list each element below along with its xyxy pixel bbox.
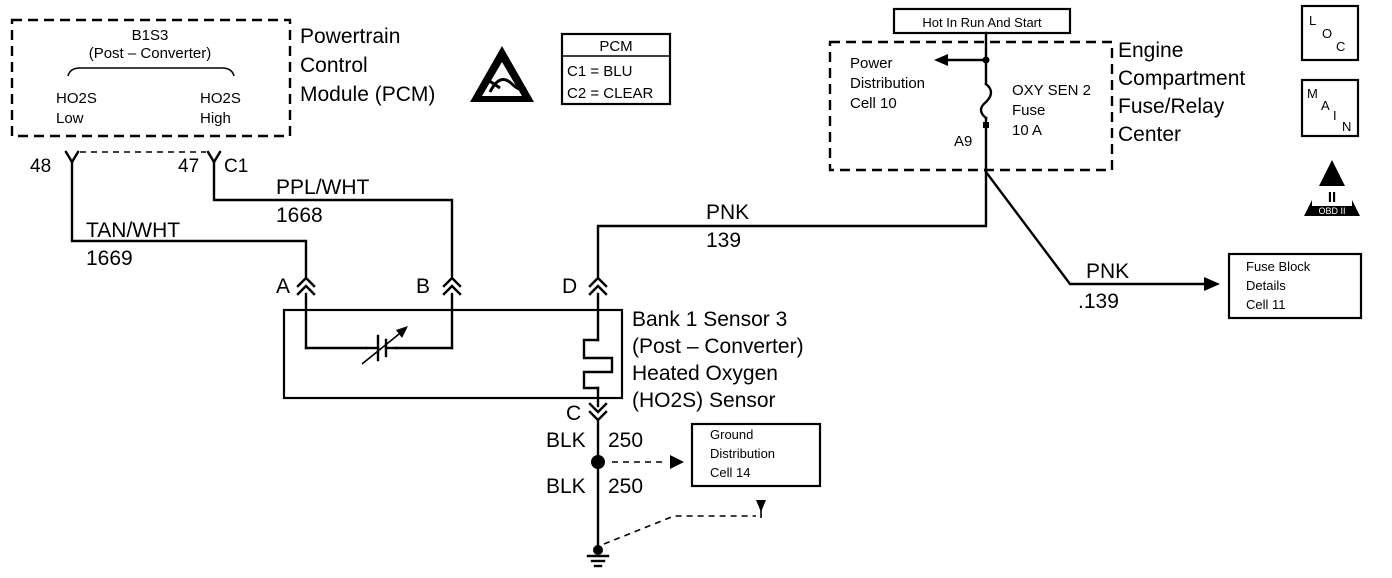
ho2s-sensor: A B D C Bank 1 Sensor 3 (Post – Converte…	[276, 275, 804, 425]
sensor-pin-d-label: D	[562, 275, 577, 298]
obd-numeral: II	[1328, 189, 1336, 206]
fuse-center-name-line1: Engine	[1118, 39, 1183, 62]
main-letter-a: A	[1321, 98, 1330, 113]
sensor-name-line4: (HO2S) Sensor	[632, 389, 776, 412]
heater-element-icon	[582, 338, 614, 390]
wire-pnk-branch-circuit: .139	[1078, 290, 1119, 313]
main-icon: M A I N	[1300, 78, 1360, 138]
hot-in-run-box	[892, 7, 1072, 35]
fuse-icon	[979, 82, 993, 120]
wire-blk1-circuit: 250	[608, 429, 643, 452]
ground-ref-line2: Distribution	[710, 446, 775, 461]
fuse-block-reference: Fuse Block Details Cell 11	[1227, 252, 1363, 320]
sensor-pin-a-connector	[296, 276, 316, 296]
loc-icon: L O C	[1300, 4, 1360, 62]
obd-text: OBD II	[1318, 206, 1345, 216]
pcm-low-label-1: HO2S	[56, 90, 97, 107]
pcm-pin-48-connector	[64, 150, 80, 165]
variable-resistor-icon	[361, 326, 408, 365]
pcm-name-line2: Control	[300, 54, 368, 77]
pcm-connector-label: C1	[224, 156, 248, 177]
ground-ref-line1: Ground	[710, 427, 753, 442]
pcm-dashed-outline	[10, 18, 292, 138]
wire-blk2-circuit: 250	[608, 475, 643, 498]
power-dist-line1: Power	[850, 55, 893, 72]
sensor-name-line3: Heated Oxygen	[632, 362, 778, 385]
main-letter-m: M	[1307, 86, 1318, 101]
pcm-pin-48-label: 48	[30, 156, 51, 177]
sensor-pin-a-label: A	[276, 275, 290, 298]
sensor-name-line1: Bank 1 Sensor 3	[632, 308, 787, 331]
pcm-legend-box	[560, 32, 672, 106]
pcm-bracket	[67, 67, 235, 77]
power-dist-line2: Distribution	[850, 75, 925, 92]
pcm-low-label-2: Low	[56, 110, 84, 127]
main-letter-n: N	[1342, 119, 1351, 134]
fuse-center-name-line2: Compartment	[1118, 67, 1245, 90]
pcm-legend-row1: C1 = BLU	[567, 63, 632, 80]
fuse-name-line1: OXY SEN 2	[1012, 82, 1091, 99]
fuse-block-line3: Cell 11	[1246, 297, 1286, 312]
sensor-pin-d-connector	[588, 276, 608, 296]
hot-in-run-label: Hot In Run And Start	[922, 15, 1042, 30]
wire-pnk-circuit: 139	[706, 229, 741, 252]
pcm-legend: PCM C1 = BLU C2 = CLEAR	[560, 32, 672, 106]
wire-ppl-wht-circuit: 1668	[276, 204, 323, 227]
fuse-block-line2: Details	[1246, 278, 1286, 293]
wire-ppl-wht: PPL/WHT 1668	[212, 160, 454, 278]
loc-letter-l: L	[1309, 13, 1316, 28]
fuse-pin-label: A9	[954, 133, 972, 150]
loc-letter-o: O	[1322, 26, 1332, 41]
fuse-relay-center: Hot In Run And Start Power Distribution …	[828, 7, 1245, 172]
obd-ii-icon: II OBD II	[1304, 160, 1360, 216]
ground-circuit: BLK 250 BLK 250 Ground Distribution Cell…	[546, 418, 822, 568]
sensor-pin-b-connector	[442, 276, 462, 296]
fuse-block-box	[1227, 252, 1363, 320]
main-letter-i: I	[1333, 108, 1337, 123]
pcm-pin-47-connector	[206, 150, 222, 165]
wire-tan-wht-color: TAN/WHT	[86, 219, 180, 242]
pcm-legend-row2: C2 = CLEAR	[567, 85, 653, 102]
wire-pnk-branch-color: PNK	[1086, 260, 1129, 283]
fuse-block-line1: Fuse Block	[1246, 259, 1311, 274]
fuse-block-arrow-icon	[1204, 277, 1220, 291]
sensor-pin-c-label: C	[566, 402, 581, 425]
loc-letter-c: C	[1336, 39, 1345, 54]
pcm-inner-title: B1S3	[132, 27, 169, 44]
wire-pnk-color: PNK	[706, 201, 749, 224]
wire-tan-wht-circuit: 1669	[86, 247, 133, 270]
pcm-high-label-1: HO2S	[200, 90, 241, 107]
pcm-module: B1S3 (Post – Converter) HO2S Low HO2S Hi…	[10, 18, 435, 177]
ground-ref-arrow-icon	[670, 455, 684, 469]
wire-ppl-wht-color: PPL/WHT	[276, 176, 370, 199]
fuse-name-line3: 10 A	[1012, 122, 1042, 139]
ground-ref-line3: Cell 14	[710, 465, 750, 480]
sensor-pin-b-label: B	[416, 275, 430, 298]
wire-pnk-branch: PNK .139	[984, 170, 1220, 313]
ground-ref-box	[690, 422, 822, 488]
pcm-inner-subtitle: (Post – Converter)	[89, 45, 212, 62]
wire-blk1-color: BLK	[546, 429, 586, 452]
ground-symbol-icon	[586, 545, 610, 568]
fuse-name-line2: Fuse	[1012, 102, 1045, 119]
fuse-center-dashed-outline	[828, 40, 1114, 172]
pcm-name-line3: Module (PCM)	[300, 83, 435, 106]
ground-location-arrow-icon	[756, 500, 766, 512]
esd-warning-icon	[470, 46, 534, 102]
sensor-name-line2: (Post – Converter)	[632, 335, 804, 358]
ground-splice	[591, 455, 605, 469]
fuse-center-name-line4: Center	[1118, 123, 1181, 146]
pcm-legend-title: PCM	[599, 38, 632, 55]
wire-pnk: PNK 139	[596, 126, 988, 278]
power-dist-arrow-icon	[934, 54, 948, 66]
power-dist-line3: Cell 10	[850, 95, 897, 112]
wire-tan-wht: TAN/WHT 1669	[70, 160, 308, 278]
wire-blk2-color: BLK	[546, 475, 586, 498]
pcm-pin-47-label: 47	[178, 156, 199, 177]
fuse-center-name-line3: Fuse/Relay	[1118, 95, 1225, 118]
pcm-name-line1: Powertrain	[300, 25, 400, 48]
pcm-high-label-2: High	[200, 110, 231, 127]
